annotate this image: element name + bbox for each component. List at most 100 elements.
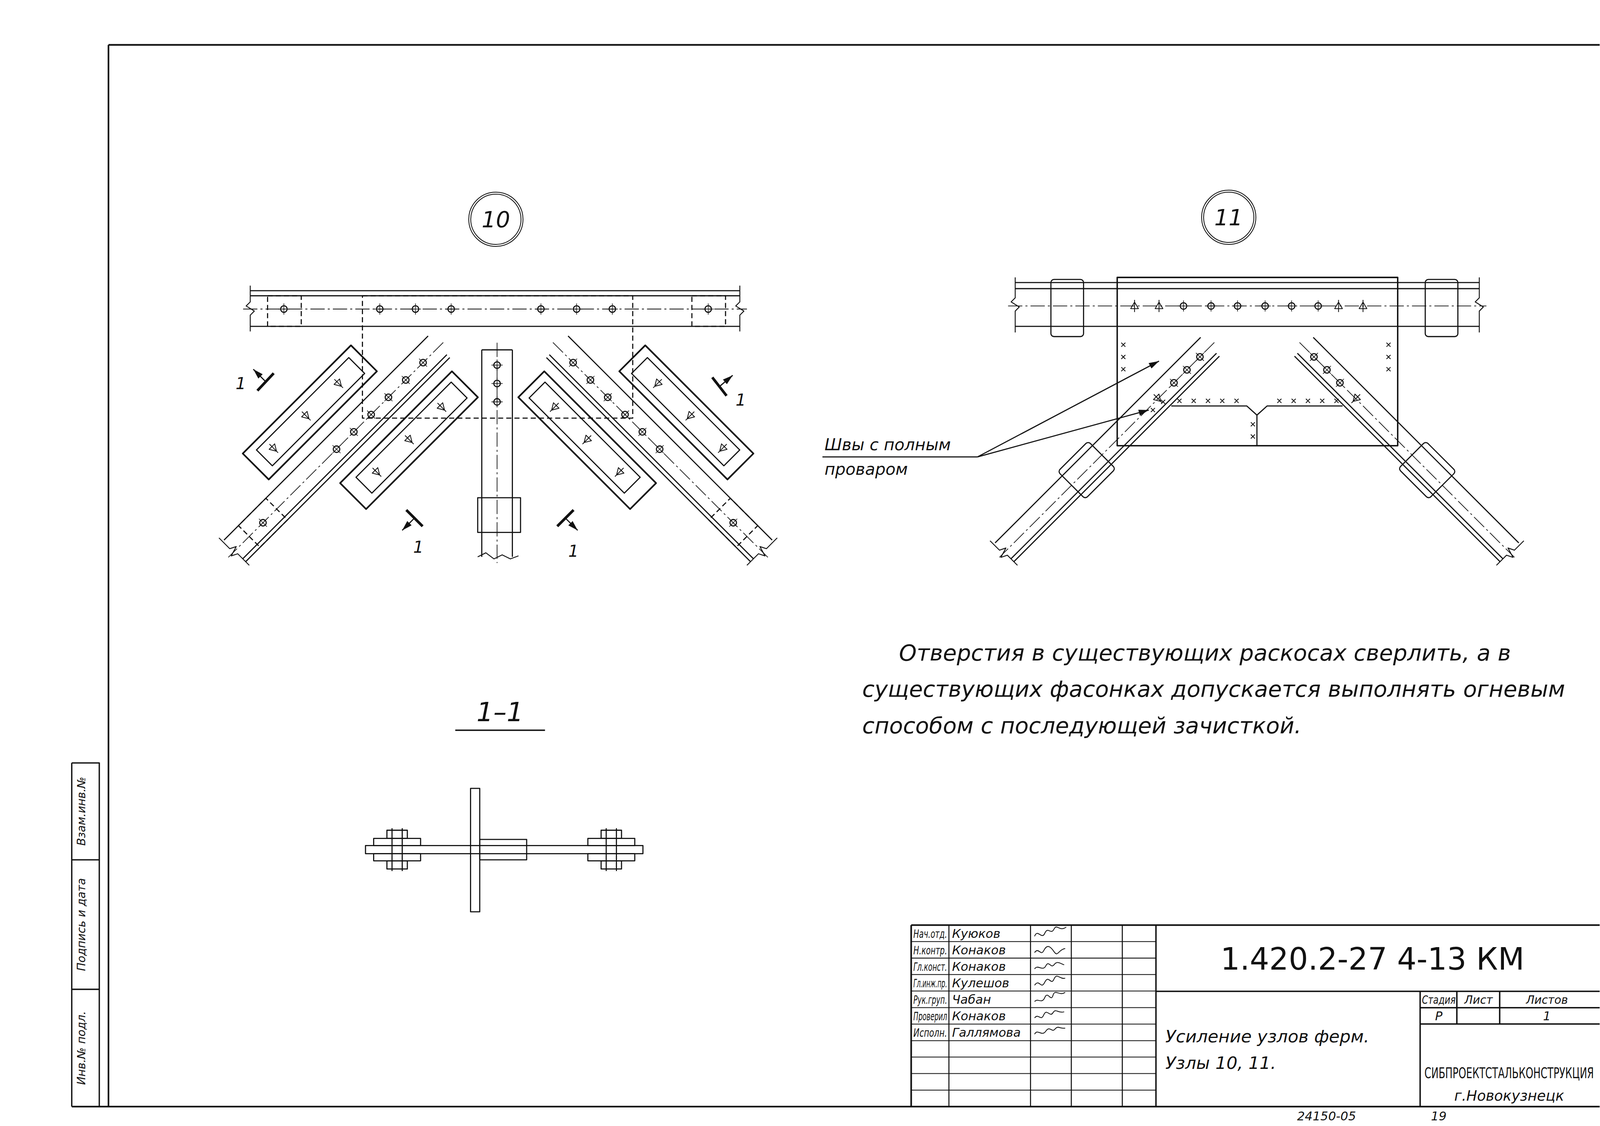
truss-node-10: [691, 295, 726, 327]
truss-node-10: [410, 303, 422, 315]
truss-node-10: [369, 465, 384, 480]
truss-node-10: [606, 303, 618, 315]
section-1-1: [373, 828, 421, 872]
truss-node-10: [256, 357, 365, 466]
sheet-frame: [71, 45, 1600, 1107]
section-mark: 1: [735, 391, 747, 410]
truss-node-11: [1334, 299, 1343, 312]
truss-node-10: [434, 400, 449, 415]
truss-node-11: [1165, 375, 1182, 391]
document-code: 1.420.2-27 4-13 КМ: [1220, 942, 1525, 977]
truss-node-11: [1015, 282, 1479, 327]
title-block: [948, 925, 1123, 1107]
truss-node-10: [356, 382, 468, 494]
truss-node-11: [1231, 300, 1244, 312]
truss-node-11: [1057, 441, 1116, 500]
truss-node-11: [999, 342, 1215, 558]
truss-node-10: [491, 377, 503, 390]
table-header: Лист: [1464, 993, 1494, 1007]
section-1-1: [365, 730, 643, 913]
truss-node-11: [985, 277, 1529, 571]
node-callout-circle: 10: [468, 191, 524, 247]
weld-leader: [977, 361, 1159, 457]
section-1-1: [455, 729, 545, 732]
truss-node-11: [1150, 400, 1166, 413]
signer-name: Кулешов: [951, 976, 1010, 990]
truss-node-10: [246, 285, 744, 332]
truss-node-11: [1177, 398, 1339, 403]
truss-node-10: [362, 295, 633, 419]
stamp-field: Инв.№ подл.: [75, 1011, 89, 1086]
truss-node-11: [1259, 300, 1271, 312]
truss-node-10: [397, 371, 414, 388]
signer-role: Проверил: [913, 1009, 948, 1023]
title-block: [911, 925, 1600, 1107]
signer-role: Нач.отд.: [913, 927, 948, 941]
section-1-1: [373, 838, 421, 846]
truss-node-11: [1154, 299, 1163, 312]
truss-node-10: [299, 408, 314, 423]
weld-leader: [977, 410, 1149, 458]
truss-node-11: [1359, 299, 1367, 312]
truss-node-10: [570, 303, 583, 315]
truss-node-11: [1117, 277, 1398, 446]
weld-note: Швы с полным проваром: [824, 432, 968, 482]
truss-node-11: [1312, 300, 1324, 312]
truss-node-10: [266, 441, 281, 456]
section-1-1: [373, 853, 421, 862]
signer-name: Конаков: [951, 943, 1006, 957]
table-cell: 1: [1542, 1009, 1551, 1023]
truss-node-11: [1150, 391, 1166, 406]
sheet-frame: [71, 45, 1600, 1107]
section-title: 1–1: [476, 697, 524, 727]
truss-node-11: [1121, 342, 1391, 439]
section-1-1: [587, 828, 635, 872]
truss-node-10: [719, 375, 733, 387]
organization: СИБПРОЕКТСТАЛЬКОНСТРУКЦИЯ: [1424, 1064, 1594, 1082]
truss-node-11: [1171, 406, 1343, 446]
section-1-1: [470, 788, 480, 912]
archive-number: 24150-05: [1296, 1109, 1356, 1123]
truss-node-11: [1179, 361, 1195, 378]
truss-node-10: [278, 303, 290, 315]
weld-leader: [822, 456, 978, 458]
city: г.Новокузнецк: [1454, 1088, 1565, 1104]
truss-node-10: [243, 308, 747, 310]
truss-node-10: [402, 518, 415, 531]
section-mark: 1: [235, 374, 247, 393]
truss-node-11: [1425, 279, 1458, 337]
truss-node-11: [1205, 300, 1217, 312]
signer-role: Исполн.: [913, 1026, 948, 1040]
truss-node-10: [340, 371, 478, 510]
title-block: [911, 925, 1600, 1107]
title-block: [1155, 925, 1600, 1107]
truss-node-10: [496, 342, 498, 563]
section-1-1: [386, 830, 408, 839]
stamp-field: Подпись и дата: [75, 877, 89, 971]
signer-role: Рук.груп.: [913, 993, 948, 1007]
section-1-1: [479, 839, 527, 860]
truss-node-10: [253, 369, 266, 382]
truss-node-10: [238, 498, 288, 548]
truss-node-11: [1177, 300, 1190, 312]
truss-node-11: [1286, 300, 1298, 312]
node-callout-circle: 11: [1201, 189, 1257, 245]
section-1-1: [386, 860, 408, 869]
section-1-1: [391, 828, 403, 872]
truss-node-10: [477, 497, 521, 533]
truss-node-10: [445, 303, 457, 315]
truss-node-10: [702, 303, 714, 315]
truss-node-10: [183, 297, 489, 603]
section-1-1: [365, 845, 643, 854]
truss-node-10: [267, 295, 302, 327]
truss-node-10: [345, 424, 362, 440]
node-number: 10: [481, 207, 511, 232]
truss-node-10: [535, 303, 547, 315]
truss-node-10: [415, 354, 431, 371]
signer-name: Галлямова: [951, 1025, 1021, 1040]
signer-name: Чабан: [951, 992, 991, 1007]
truss-node-11: [1011, 277, 1484, 333]
truss-node-10: [228, 342, 444, 558]
truss-node-10: [183, 285, 813, 602]
